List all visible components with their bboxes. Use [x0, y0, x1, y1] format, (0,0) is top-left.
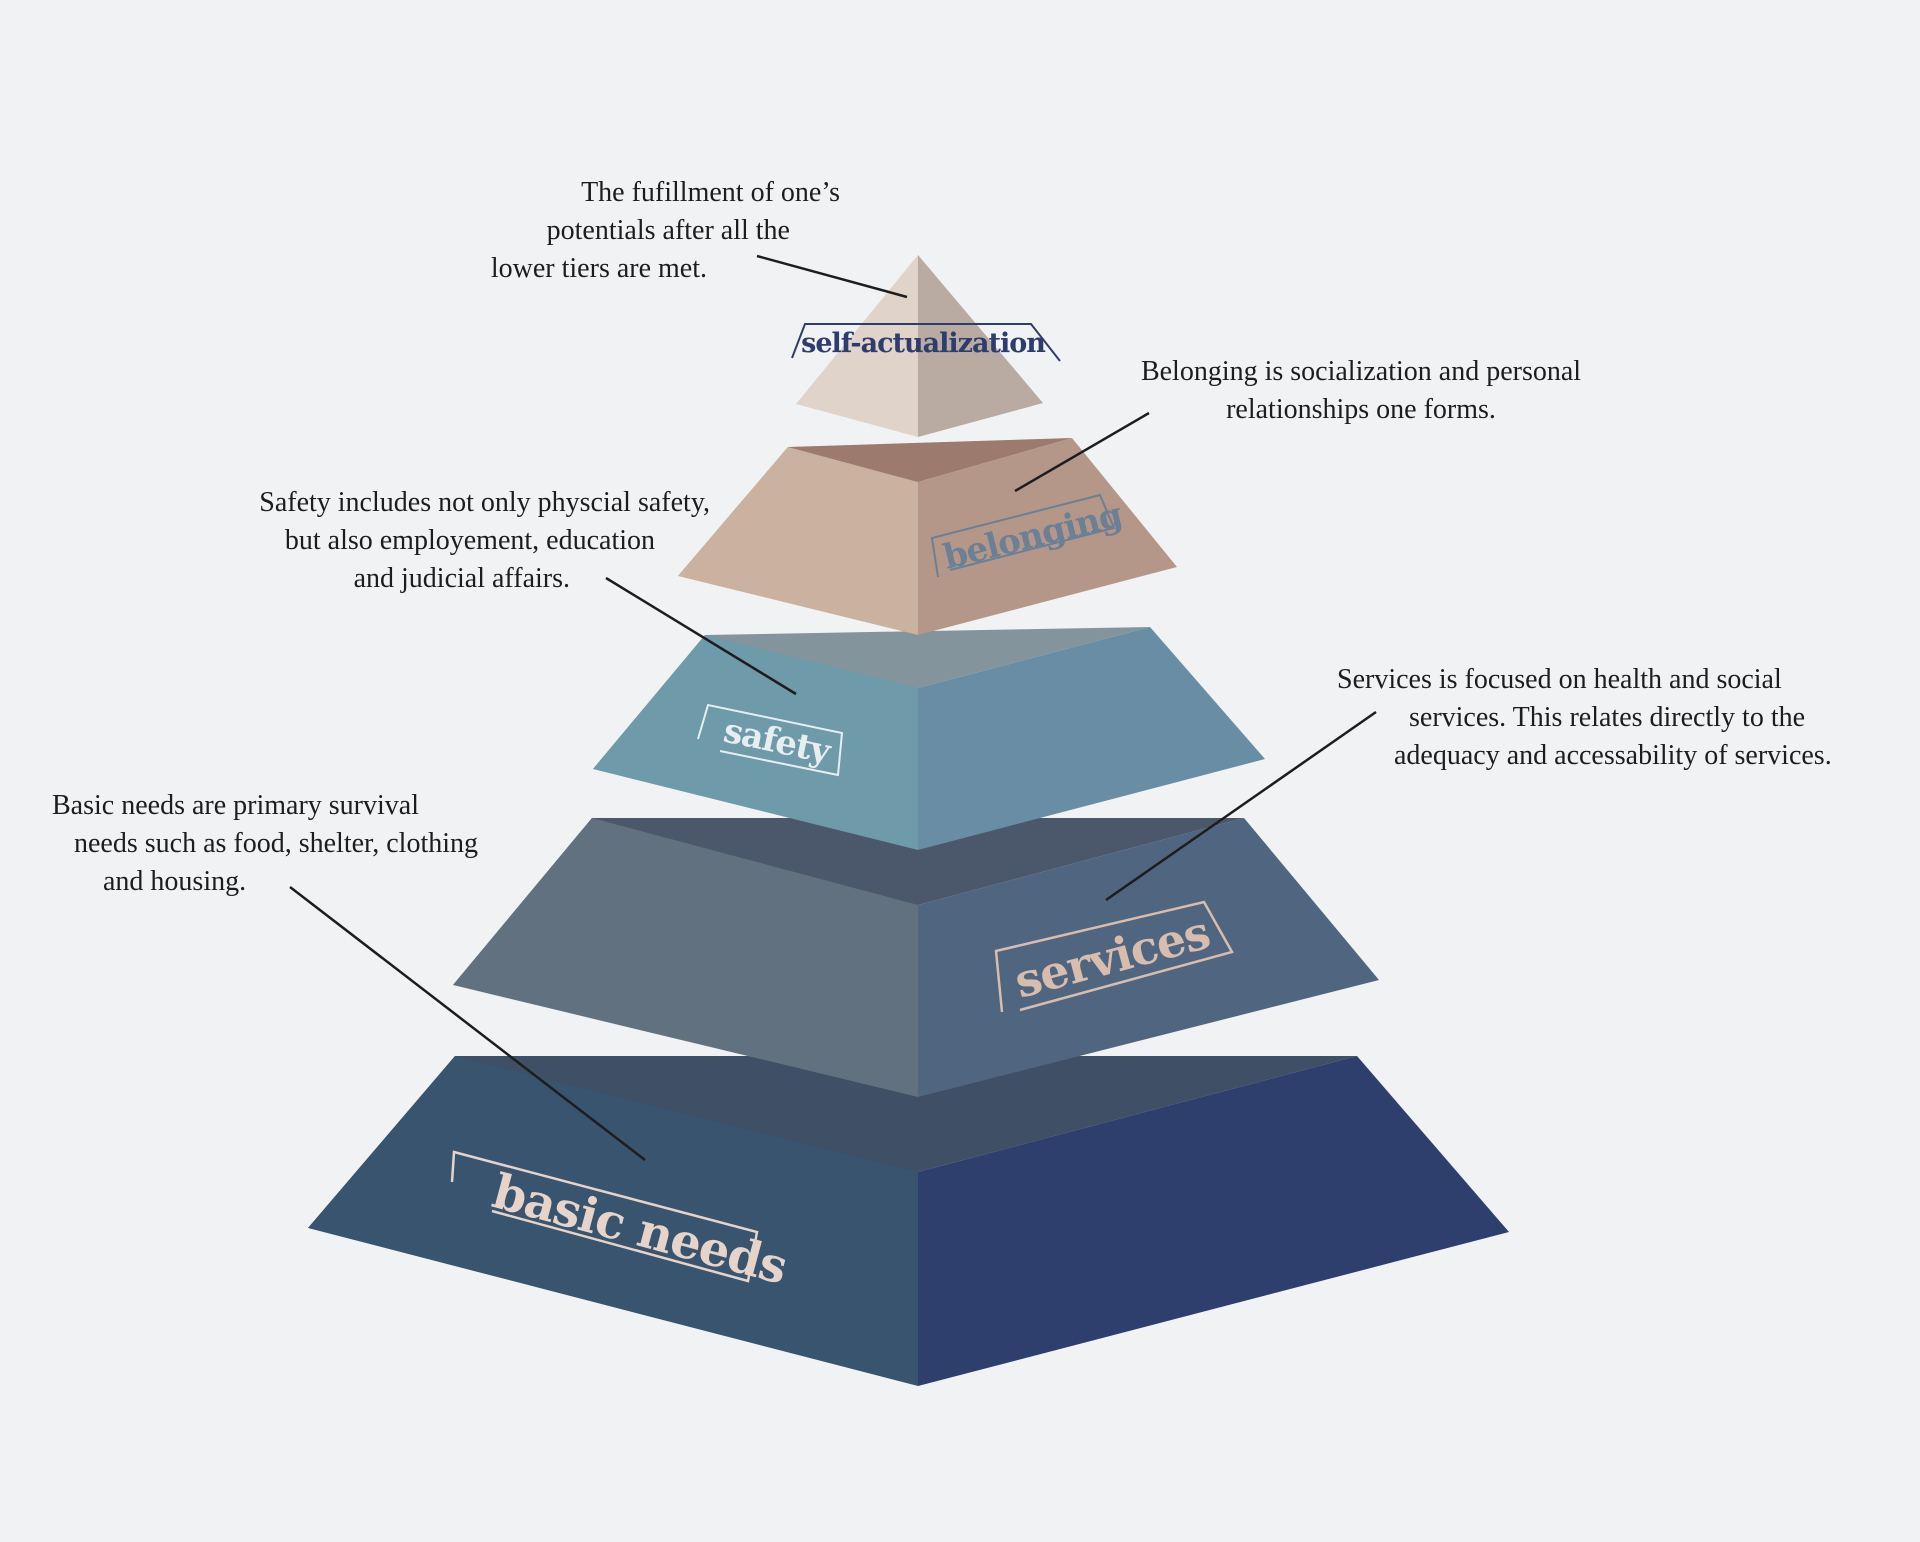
description-line: but also employement, education: [285, 525, 655, 556]
leader-line-services: [1105, 710, 1377, 902]
tier-self-actualization-label-frame: [791, 323, 1061, 362]
leader-line-safety: [605, 576, 797, 696]
description-line: and judicial affairs.: [354, 563, 570, 594]
description-line: lower tiers are met.: [491, 253, 707, 284]
description-line: and housing.: [103, 866, 246, 897]
tier-safety-left-face: [593, 635, 918, 850]
tier-self-actualization-left-face: [796, 255, 918, 437]
tier-basic-needs-right-face: [918, 1056, 1509, 1386]
leader-line-belonging: [1014, 411, 1150, 493]
tier-safety: safety: [593, 627, 1265, 850]
tier-safety-right-face: [918, 627, 1265, 850]
tier-services: services: [453, 818, 1379, 1097]
description-line: Basic needs are primary survival: [52, 790, 419, 821]
description-line: adequacy and accessability of services.: [1394, 740, 1832, 771]
description-line: Safety includes not only physcial safety…: [259, 487, 710, 518]
description-services: Services is focused on health and social…: [1337, 664, 1832, 771]
tier-belonging-right-face: [918, 438, 1177, 635]
description-line: potentials after all the: [547, 215, 790, 246]
description-safety: Safety includes not only physcial safety…: [259, 487, 710, 594]
tier-self-actualization-right-face: [918, 255, 1043, 437]
description-basic-needs: Basic needs are primary survival needs s…: [52, 790, 478, 897]
tier-safety-label-frame: [697, 703, 844, 777]
description-line: services. This relates directly to the: [1409, 702, 1805, 733]
description-line: Belonging is socialization and personal: [1141, 356, 1581, 387]
leader-line-self-actualization: [756, 254, 908, 299]
leader-lines: [289, 254, 1377, 1161]
tier-belonging-label-frame: [930, 493, 1116, 578]
tier-belonging: belonging: [678, 438, 1177, 635]
tier-services-left-face: [453, 818, 918, 1097]
tier-self-actualization: self-actualization: [791, 255, 1061, 437]
description-line: needs such as food, shelter, clothing: [74, 828, 478, 859]
leader-line-basic-needs: [289, 886, 646, 1161]
description-line: The fufillment of one’s: [581, 177, 840, 208]
tier-services-right-face: [918, 818, 1379, 1097]
tier-self-actualization-label: self-actualization: [801, 328, 1046, 359]
description-line: relationships one forms.: [1226, 394, 1496, 425]
tier-services-label-frame: [994, 900, 1234, 1013]
description-self-actualization: The fufillment of one’s potentials after…: [491, 177, 840, 284]
tier-basic-needs-left-face: [308, 1056, 918, 1386]
tier-basic-needs-label-frame: [450, 1150, 759, 1283]
description-line: Services is focused on health and social: [1337, 664, 1782, 695]
tier-belonging-left-face: [678, 447, 918, 635]
description-belonging: Belonging is socialization and personal …: [1141, 356, 1581, 425]
tier-basic-needs: basic needs: [308, 1056, 1509, 1386]
